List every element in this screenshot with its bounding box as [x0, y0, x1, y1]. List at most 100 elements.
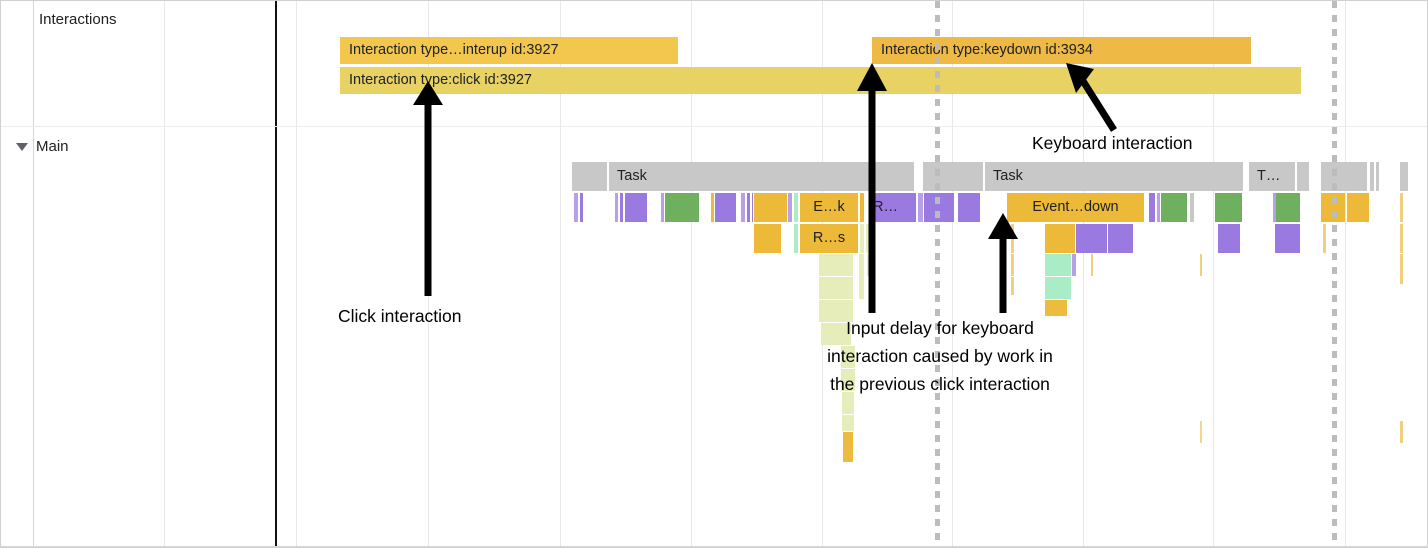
flame-block[interactable] [1323, 224, 1326, 253]
flame-block-gc-stack-side[interactable] [859, 254, 864, 299]
flame-block-gc-stack[interactable] [819, 277, 853, 299]
flame-block-gc-stack[interactable] [842, 415, 854, 431]
gridline [952, 1, 953, 547]
main-task-block[interactable]: Task [609, 162, 914, 191]
flame-block[interactable] [1347, 193, 1369, 222]
track-name-separator [275, 1, 277, 547]
interaction-bar-pointerup[interactable]: Interaction type…interup id:3927 [340, 37, 678, 64]
main-task-block-gap [916, 162, 922, 191]
flame-block[interactable] [1275, 224, 1300, 253]
flame-block[interactable] [711, 193, 714, 222]
flame-block[interactable] [665, 193, 699, 222]
flame-block[interactable] [1076, 224, 1107, 253]
track-label-main[interactable]: Main [36, 138, 69, 155]
flame-block[interactable] [788, 193, 792, 222]
main-task-block-sliver-a [1297, 162, 1309, 191]
flame-block-gc-sliver[interactable] [1200, 254, 1202, 276]
flame-block[interactable] [625, 193, 647, 222]
flame-block[interactable] [1215, 193, 1242, 222]
flame-block[interactable] [580, 193, 583, 222]
flame-block[interactable] [1161, 193, 1187, 222]
flame-block[interactable] [1400, 224, 1403, 253]
flame-block[interactable] [1190, 193, 1194, 222]
flame-block[interactable] [860, 193, 864, 222]
flame-block[interactable] [794, 224, 798, 253]
flame-block-idle-stack[interactable] [1045, 300, 1067, 316]
flame-block-gc-stack[interactable] [819, 300, 853, 322]
flame-block[interactable] [1273, 193, 1276, 222]
flame-block[interactable] [1400, 193, 1403, 222]
flame-block-idle-stack[interactable] [1045, 254, 1071, 276]
gridline [1213, 1, 1214, 547]
track-label-interactions[interactable]: Interactions [39, 11, 117, 28]
track-name-gutter-line [33, 1, 34, 547]
flame-block-r-s[interactable]: R…s [800, 224, 858, 253]
flame-block[interactable] [574, 193, 578, 222]
gridline [1345, 1, 1346, 547]
flame-block[interactable] [615, 193, 618, 222]
gridline [560, 1, 561, 547]
timeline-bottom-edge [1, 546, 1427, 547]
flame-block[interactable] [620, 193, 623, 222]
flame-block-idle-stack-sliver[interactable] [1091, 254, 1093, 276]
flame-block[interactable] [715, 193, 736, 222]
flame-block-gc-sliver[interactable] [1011, 277, 1014, 295]
flame-block[interactable] [866, 224, 869, 253]
marker-line-dcl[interactable] [1332, 1, 1337, 547]
flame-block-gc-stack[interactable] [821, 323, 851, 345]
flame-block-gc-stack[interactable] [841, 346, 855, 368]
main-task-block-sliver-d [1376, 162, 1379, 191]
annotation-input-delay-line-1: Input delay for keyboard [846, 318, 1034, 338]
flame-block[interactable] [754, 193, 787, 222]
flame-block-gc-sliver[interactable] [1400, 421, 1403, 443]
gridline [691, 1, 692, 547]
flame-block-gc-stack[interactable] [842, 392, 854, 414]
flame-block[interactable] [1108, 224, 1133, 253]
flame-block[interactable] [918, 193, 923, 222]
flame-block[interactable] [754, 224, 781, 253]
marker-line-lcp[interactable] [935, 1, 940, 547]
flame-block[interactable] [1218, 224, 1240, 253]
flame-block-idle-stack[interactable] [1045, 277, 1071, 299]
gridline [296, 1, 297, 547]
flame-block[interactable] [1275, 193, 1300, 222]
flame-block[interactable] [1045, 224, 1075, 253]
main-task-block-2[interactable]: Task [985, 162, 1243, 191]
annotation-click-interaction: Click interaction [338, 306, 462, 326]
flame-block-event[interactable]: E…k [800, 193, 858, 222]
flame-block[interactable] [741, 193, 745, 222]
main-task-block-pre2 [923, 162, 983, 191]
flame-block[interactable] [1149, 193, 1155, 222]
flame-block-gc-sliver[interactable] [1011, 254, 1014, 276]
gridline [1083, 1, 1084, 547]
flame-block[interactable] [794, 193, 798, 222]
interaction-bar-click[interactable]: Interaction type:click id:3927 [340, 67, 1301, 94]
flame-block[interactable] [747, 193, 750, 222]
flame-block-idle-stack-sliver[interactable] [1072, 254, 1076, 276]
flame-block-gc-stack[interactable] [841, 369, 855, 391]
flame-block[interactable] [860, 224, 864, 253]
flame-block-gc-bottom[interactable] [843, 432, 853, 462]
flame-block[interactable] [661, 193, 664, 222]
main-task-block-sliver-c [1370, 162, 1374, 191]
flame-block-gc-sliver[interactable] [1200, 421, 1202, 443]
annotation-input-delay-line-3: the previous click interaction [830, 374, 1050, 394]
triangle-down-icon[interactable] [16, 143, 28, 151]
flame-block-event-keydown[interactable]: Event…down [1007, 193, 1144, 222]
main-task-block-sliver-e [1400, 162, 1408, 191]
flame-block-gc-stack[interactable] [819, 254, 853, 276]
flame-block[interactable] [1157, 193, 1160, 222]
main-task-block-short[interactable]: T… [1249, 162, 1295, 191]
gridline [164, 1, 165, 547]
flame-block-r-truncated[interactable]: R… [869, 193, 916, 222]
flame-block[interactable] [958, 193, 980, 222]
flame-block[interactable] [753, 193, 754, 222]
main-task-row-bg [572, 162, 607, 191]
flame-block-gc-sliver[interactable] [1400, 254, 1403, 284]
annotation-keyboard-interaction: Keyboard interaction [1032, 133, 1193, 153]
main-task-block-sliver-b [1321, 162, 1367, 191]
